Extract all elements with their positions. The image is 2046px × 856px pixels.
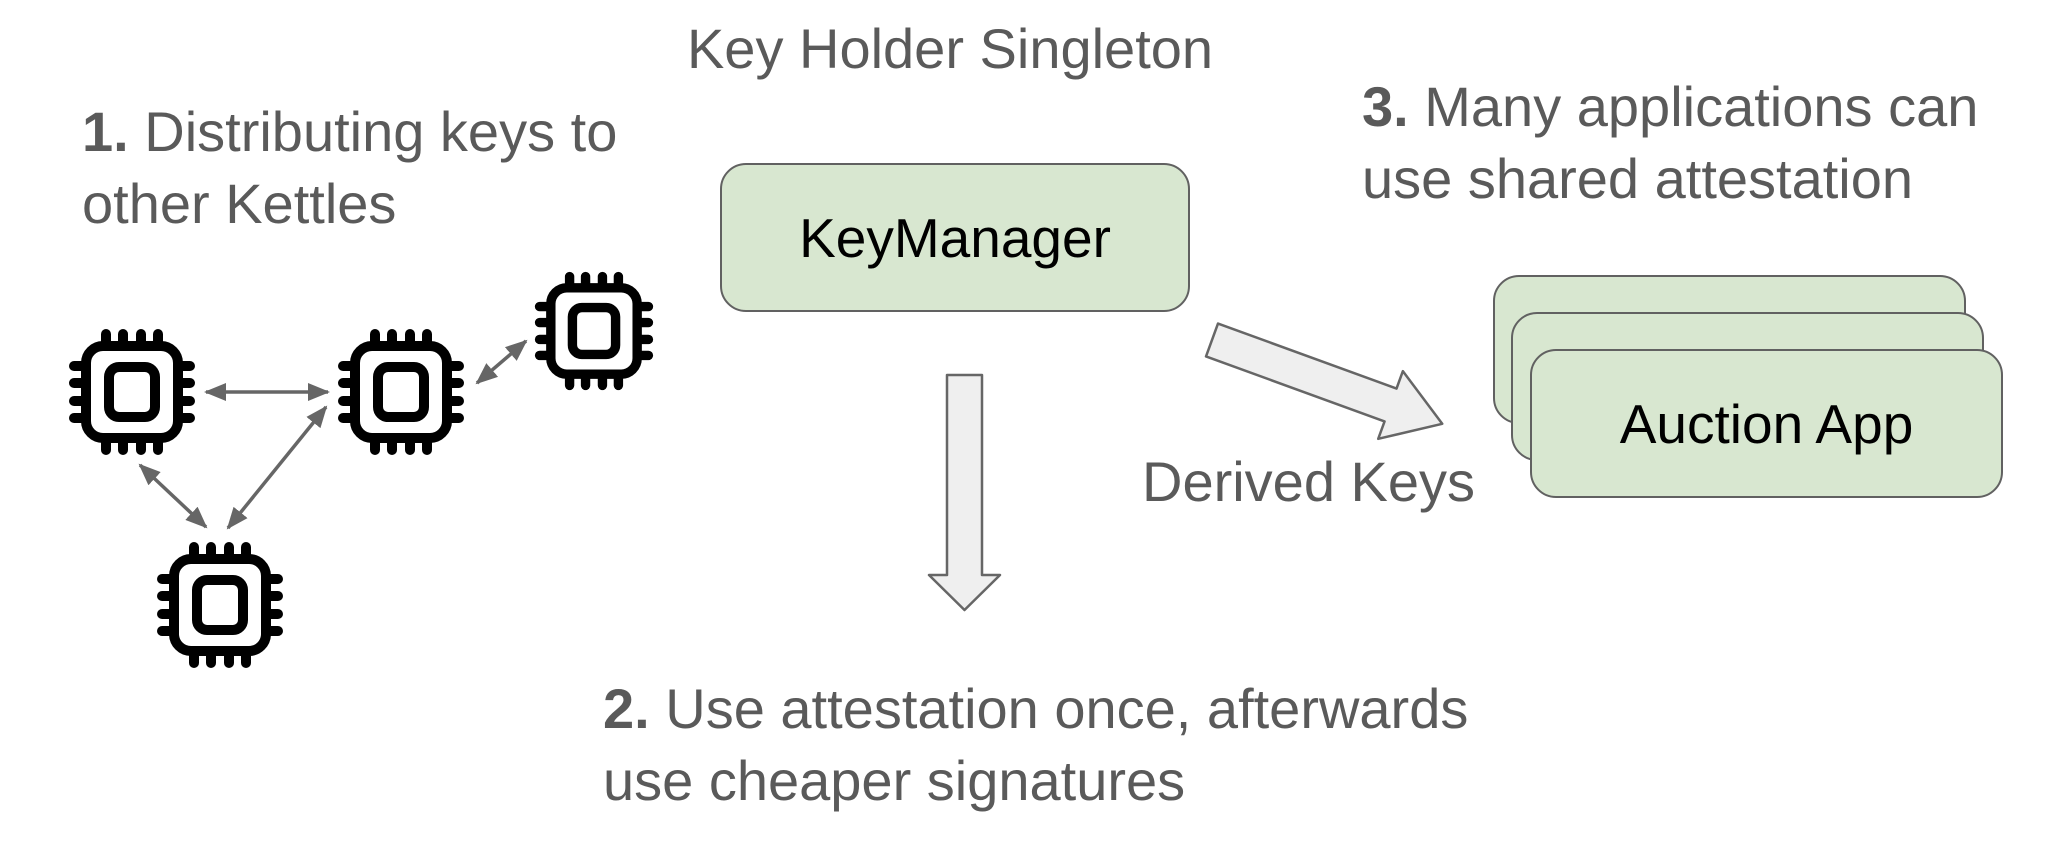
double-arrow bbox=[226, 405, 328, 530]
note-distributing-keys: 1. Distributing keys to other Kettles bbox=[82, 96, 617, 240]
note-line: Many applications can bbox=[1424, 75, 1979, 138]
note-line: Distributing keys to bbox=[144, 100, 618, 163]
chip-icon bbox=[343, 334, 459, 450]
note-line: Use attestation once, afterwards bbox=[665, 677, 1469, 740]
note-number: 3. bbox=[1362, 75, 1409, 138]
diagram-title: Key Holder Singleton bbox=[686, 17, 1214, 80]
chip-icon bbox=[162, 547, 278, 663]
double-arrow bbox=[475, 339, 528, 385]
note-number: 2. bbox=[603, 677, 650, 740]
auction-app-card-front: Auction App bbox=[1530, 349, 2003, 498]
chip-icon bbox=[74, 334, 190, 450]
block-arrow-down bbox=[927, 373, 1002, 612]
note-line: other Kettles bbox=[82, 172, 397, 235]
block-arrow-diagonal bbox=[1204, 322, 1444, 441]
note-use-attestation: 2. Use attestation once, afterwards use … bbox=[603, 673, 1468, 817]
chip-icon bbox=[540, 277, 649, 386]
note-line: use shared attestation bbox=[1362, 147, 1914, 210]
derived-keys-label: Derived Keys bbox=[1142, 450, 1476, 513]
keymanager-label: KeyManager bbox=[799, 206, 1111, 269]
note-number: 1. bbox=[82, 100, 129, 163]
double-arrow bbox=[138, 463, 208, 529]
auction-app-label: Auction App bbox=[1619, 392, 1914, 455]
note-shared-attestation: 3. Many applications can use shared atte… bbox=[1362, 71, 1978, 215]
note-line: use cheaper signatures bbox=[603, 749, 1186, 812]
keymanager-node: KeyManager bbox=[720, 163, 1190, 312]
